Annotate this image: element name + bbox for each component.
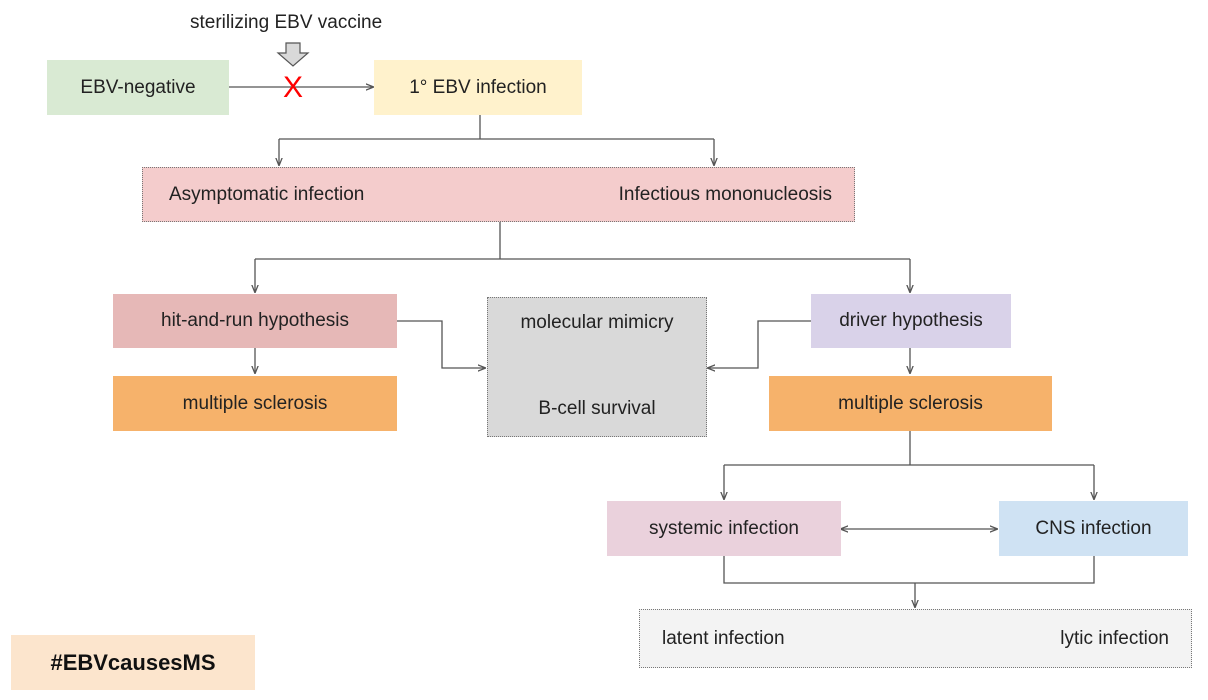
- systemic-node: systemic infection: [607, 501, 841, 556]
- b-cell-survival-label: B-cell survival: [538, 398, 656, 419]
- block-mark-icon: X: [283, 71, 303, 104]
- edge-outcome-split: [255, 222, 910, 260]
- vaccine-arrow-icon: [276, 42, 310, 67]
- edge-infection-split: [279, 115, 714, 140]
- ms-left-node: multiple sclerosis: [113, 376, 397, 431]
- asymptomatic-label: Asymptomatic infection: [169, 183, 365, 205]
- cns-node: CNS infection: [999, 501, 1188, 556]
- systemic-label: systemic infection: [649, 517, 799, 539]
- mechanisms-node: molecular mimicry B-cell survival: [487, 297, 707, 437]
- driver-label: driver hypothesis: [839, 310, 983, 331]
- edge-driver-to-mechanisms: [708, 320, 811, 368]
- molecular-mimicry-label: molecular mimicry: [520, 312, 674, 333]
- edge-merge: [723, 556, 1095, 607]
- outcome-group-node: Asymptomatic infection Infectious mononu…: [142, 167, 855, 222]
- vaccine-label: sterilizing EBV vaccine: [190, 12, 383, 33]
- ebv-negative-node: EBV-negative: [47, 60, 229, 115]
- hashtag-label: #EBVcausesMS: [50, 649, 216, 675]
- ebv-negative-label: EBV-negative: [80, 76, 196, 98]
- hit-and-run-label: hit-and-run hypothesis: [161, 310, 349, 331]
- primary-infection-label: 1° EBV infection: [409, 76, 547, 98]
- mononucleosis-label: Infectious mononucleosis: [618, 183, 832, 205]
- lytic-label: lytic infection: [1060, 627, 1169, 649]
- primary-infection-node: 1° EBV infection: [374, 60, 582, 115]
- ms-right-node: multiple sclerosis: [769, 376, 1052, 431]
- ms-right-label: multiple sclerosis: [838, 392, 983, 414]
- edge-hit-and-run-to-mechanisms: [397, 320, 485, 368]
- hashtag-badge: #EBVcausesMS: [11, 635, 255, 690]
- infection-state-node: latent infection lytic infection: [639, 609, 1192, 668]
- hit-and-run-node: hit-and-run hypothesis: [113, 294, 397, 348]
- ms-left-label: multiple sclerosis: [182, 392, 328, 414]
- driver-node: driver hypothesis: [811, 294, 1011, 348]
- edge-ms-split: [724, 431, 1094, 466]
- latent-label: latent infection: [662, 627, 785, 649]
- cns-label: CNS infection: [1035, 517, 1152, 539]
